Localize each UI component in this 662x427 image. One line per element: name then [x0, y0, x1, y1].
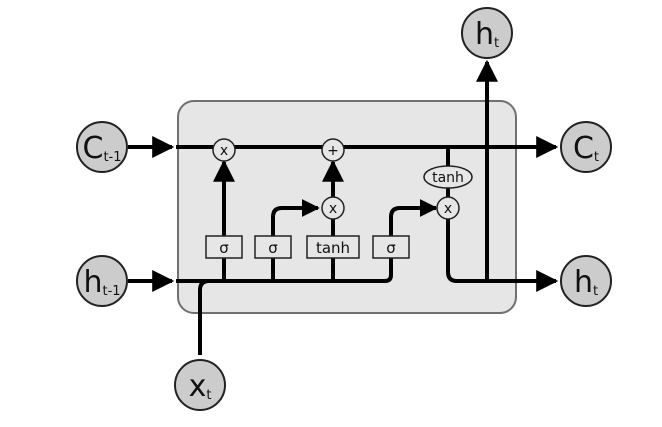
- output-multiply-label: x: [444, 201, 452, 217]
- svg-text:ht: ht: [475, 17, 499, 52]
- node-c-prev-main: C: [82, 131, 103, 166]
- x-input-line: [198, 279, 210, 355]
- node-h-next-right-main: h: [574, 265, 593, 300]
- input-multiply-label: x: [329, 201, 337, 217]
- input-gate-label: σ: [268, 239, 278, 257]
- node-x-in-sub: t: [206, 388, 211, 403]
- node-h-next-top-main: h: [475, 17, 494, 52]
- candidate-gate-label: tanh: [316, 239, 350, 257]
- add-label: +: [327, 143, 339, 159]
- forget-multiply-label: x: [220, 143, 228, 159]
- node-c-next-main: C: [573, 131, 594, 166]
- node-h-next-right-sub: t: [593, 284, 598, 299]
- input-bus-line: [176, 258, 393, 283]
- node-h-next-top-sub: t: [494, 36, 499, 51]
- output-multiply-op: x: [436, 196, 460, 220]
- node-x-in: xt: [174, 359, 226, 411]
- node-h-next-right: ht: [560, 255, 612, 307]
- forget-gate: σ: [205, 235, 243, 259]
- node-h-prev-sub: t-1: [102, 284, 120, 299]
- input-multiply-op: x: [321, 196, 345, 220]
- candidate-gate: tanh: [306, 235, 360, 259]
- svg-text:ht: ht: [574, 265, 598, 300]
- node-c-next-sub: t: [594, 150, 599, 165]
- output-to-h-line: [446, 219, 559, 292]
- node-h-prev-main: h: [83, 265, 102, 300]
- cell-tanh-op: tanh: [423, 165, 473, 189]
- forget-multiply-op: x: [212, 138, 236, 162]
- svg-text:xt: xt: [189, 369, 212, 404]
- node-c-prev: Ct-1: [76, 121, 128, 173]
- input-gate: σ: [254, 235, 292, 259]
- forget-gate-label: σ: [219, 239, 229, 257]
- node-h-next-top: ht: [461, 7, 513, 59]
- add-op: +: [321, 138, 345, 162]
- cell-box: [177, 100, 517, 314]
- output-gate-label: σ: [386, 239, 396, 257]
- node-h-prev: ht-1: [76, 255, 128, 307]
- svg-text:Ct-1: Ct-1: [82, 131, 121, 166]
- node-c-next: Ct: [560, 121, 612, 173]
- output-gate: σ: [372, 235, 410, 259]
- cell-tanh-label: tanh: [432, 170, 464, 186]
- output-gate-arrow: [389, 199, 438, 236]
- svg-text:Ct: Ct: [573, 131, 599, 166]
- node-c-prev-sub: t-1: [103, 150, 121, 165]
- svg-text:ht-1: ht-1: [83, 265, 120, 300]
- input-gate-arrow: [271, 199, 320, 236]
- node-x-in-main: x: [189, 369, 207, 404]
